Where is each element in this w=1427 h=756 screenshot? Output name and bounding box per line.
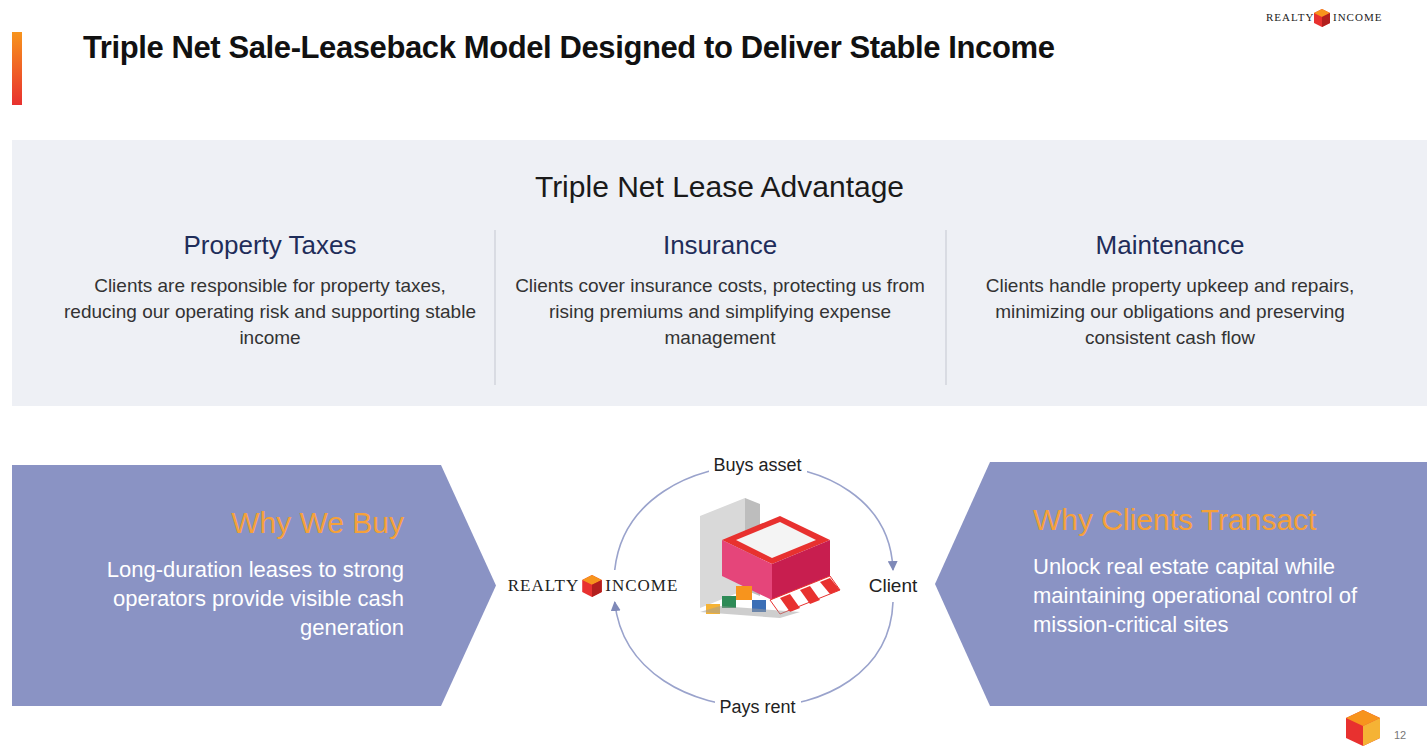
band-heading: Triple Net Lease Advantage xyxy=(12,140,1427,204)
why-body: Unlock real estate capital while maintai… xyxy=(1033,552,1413,639)
advantage-column: Property TaxesClients are responsible fo… xyxy=(62,230,478,351)
why-heading: Why We Buy xyxy=(104,505,404,541)
advantage-column: MaintenanceClients handle property upkee… xyxy=(962,230,1378,351)
arrow-fill xyxy=(935,462,1427,706)
column-heading: Insurance xyxy=(512,230,928,261)
client-node: Client xyxy=(862,572,924,600)
why-we-buy-arrow: Why We BuyLong-duration leases to strong… xyxy=(12,465,496,706)
column-body: Clients are responsible for property tax… xyxy=(62,273,478,351)
advantage-column: InsuranceClients cover insurance costs, … xyxy=(512,230,928,351)
text-column: Why Clients TransactUnlock real estate c… xyxy=(1033,502,1413,639)
arrow-shape xyxy=(12,465,496,706)
why-clients-arrow: Why Clients TransactUnlock real estate c… xyxy=(935,462,1427,706)
why-body: Long-duration leases to strong operators… xyxy=(104,555,404,642)
logo-face xyxy=(582,575,602,597)
advantage-band: Triple Net Lease AdvantageProperty Taxes… xyxy=(12,140,1427,406)
shop-illustration xyxy=(700,498,840,618)
logo-side xyxy=(592,580,602,597)
column-heading: Property Taxes xyxy=(62,230,478,261)
why-heading: Why Clients Transact xyxy=(1033,502,1413,538)
edge-label: Pays rent xyxy=(715,696,801,719)
logo-word: REALTY xyxy=(508,576,580,596)
column-body: Clients cover insurance costs, protectin… xyxy=(512,273,928,351)
footer-logo-icon xyxy=(1346,710,1380,746)
arrow-fill xyxy=(12,465,496,706)
client-label: Client xyxy=(869,575,918,597)
page-number: 12 xyxy=(1394,729,1406,741)
column-heading: Maintenance xyxy=(962,230,1378,261)
logo-icon xyxy=(582,575,602,597)
divider-line xyxy=(495,230,496,385)
edge-label: Buys asset xyxy=(709,454,807,477)
slide-title: Triple Net Sale-Leaseback Model Designed… xyxy=(83,30,1055,66)
text-column: Why We BuyLong-duration leases to strong… xyxy=(104,505,404,642)
realty-income-logo: REALTY INCOME xyxy=(503,572,684,600)
column-body: Clients handle property upkeep and repai… xyxy=(962,273,1378,351)
divider-line xyxy=(946,230,947,385)
cycle-arrow xyxy=(615,602,893,707)
logo-word: REALTY xyxy=(1266,11,1314,23)
logo-icon xyxy=(1314,9,1330,27)
cycle-arrow xyxy=(615,465,893,570)
logo-word: INCOME xyxy=(1333,11,1382,23)
logo-word: INCOME xyxy=(605,576,678,596)
accent-bar xyxy=(12,32,22,105)
